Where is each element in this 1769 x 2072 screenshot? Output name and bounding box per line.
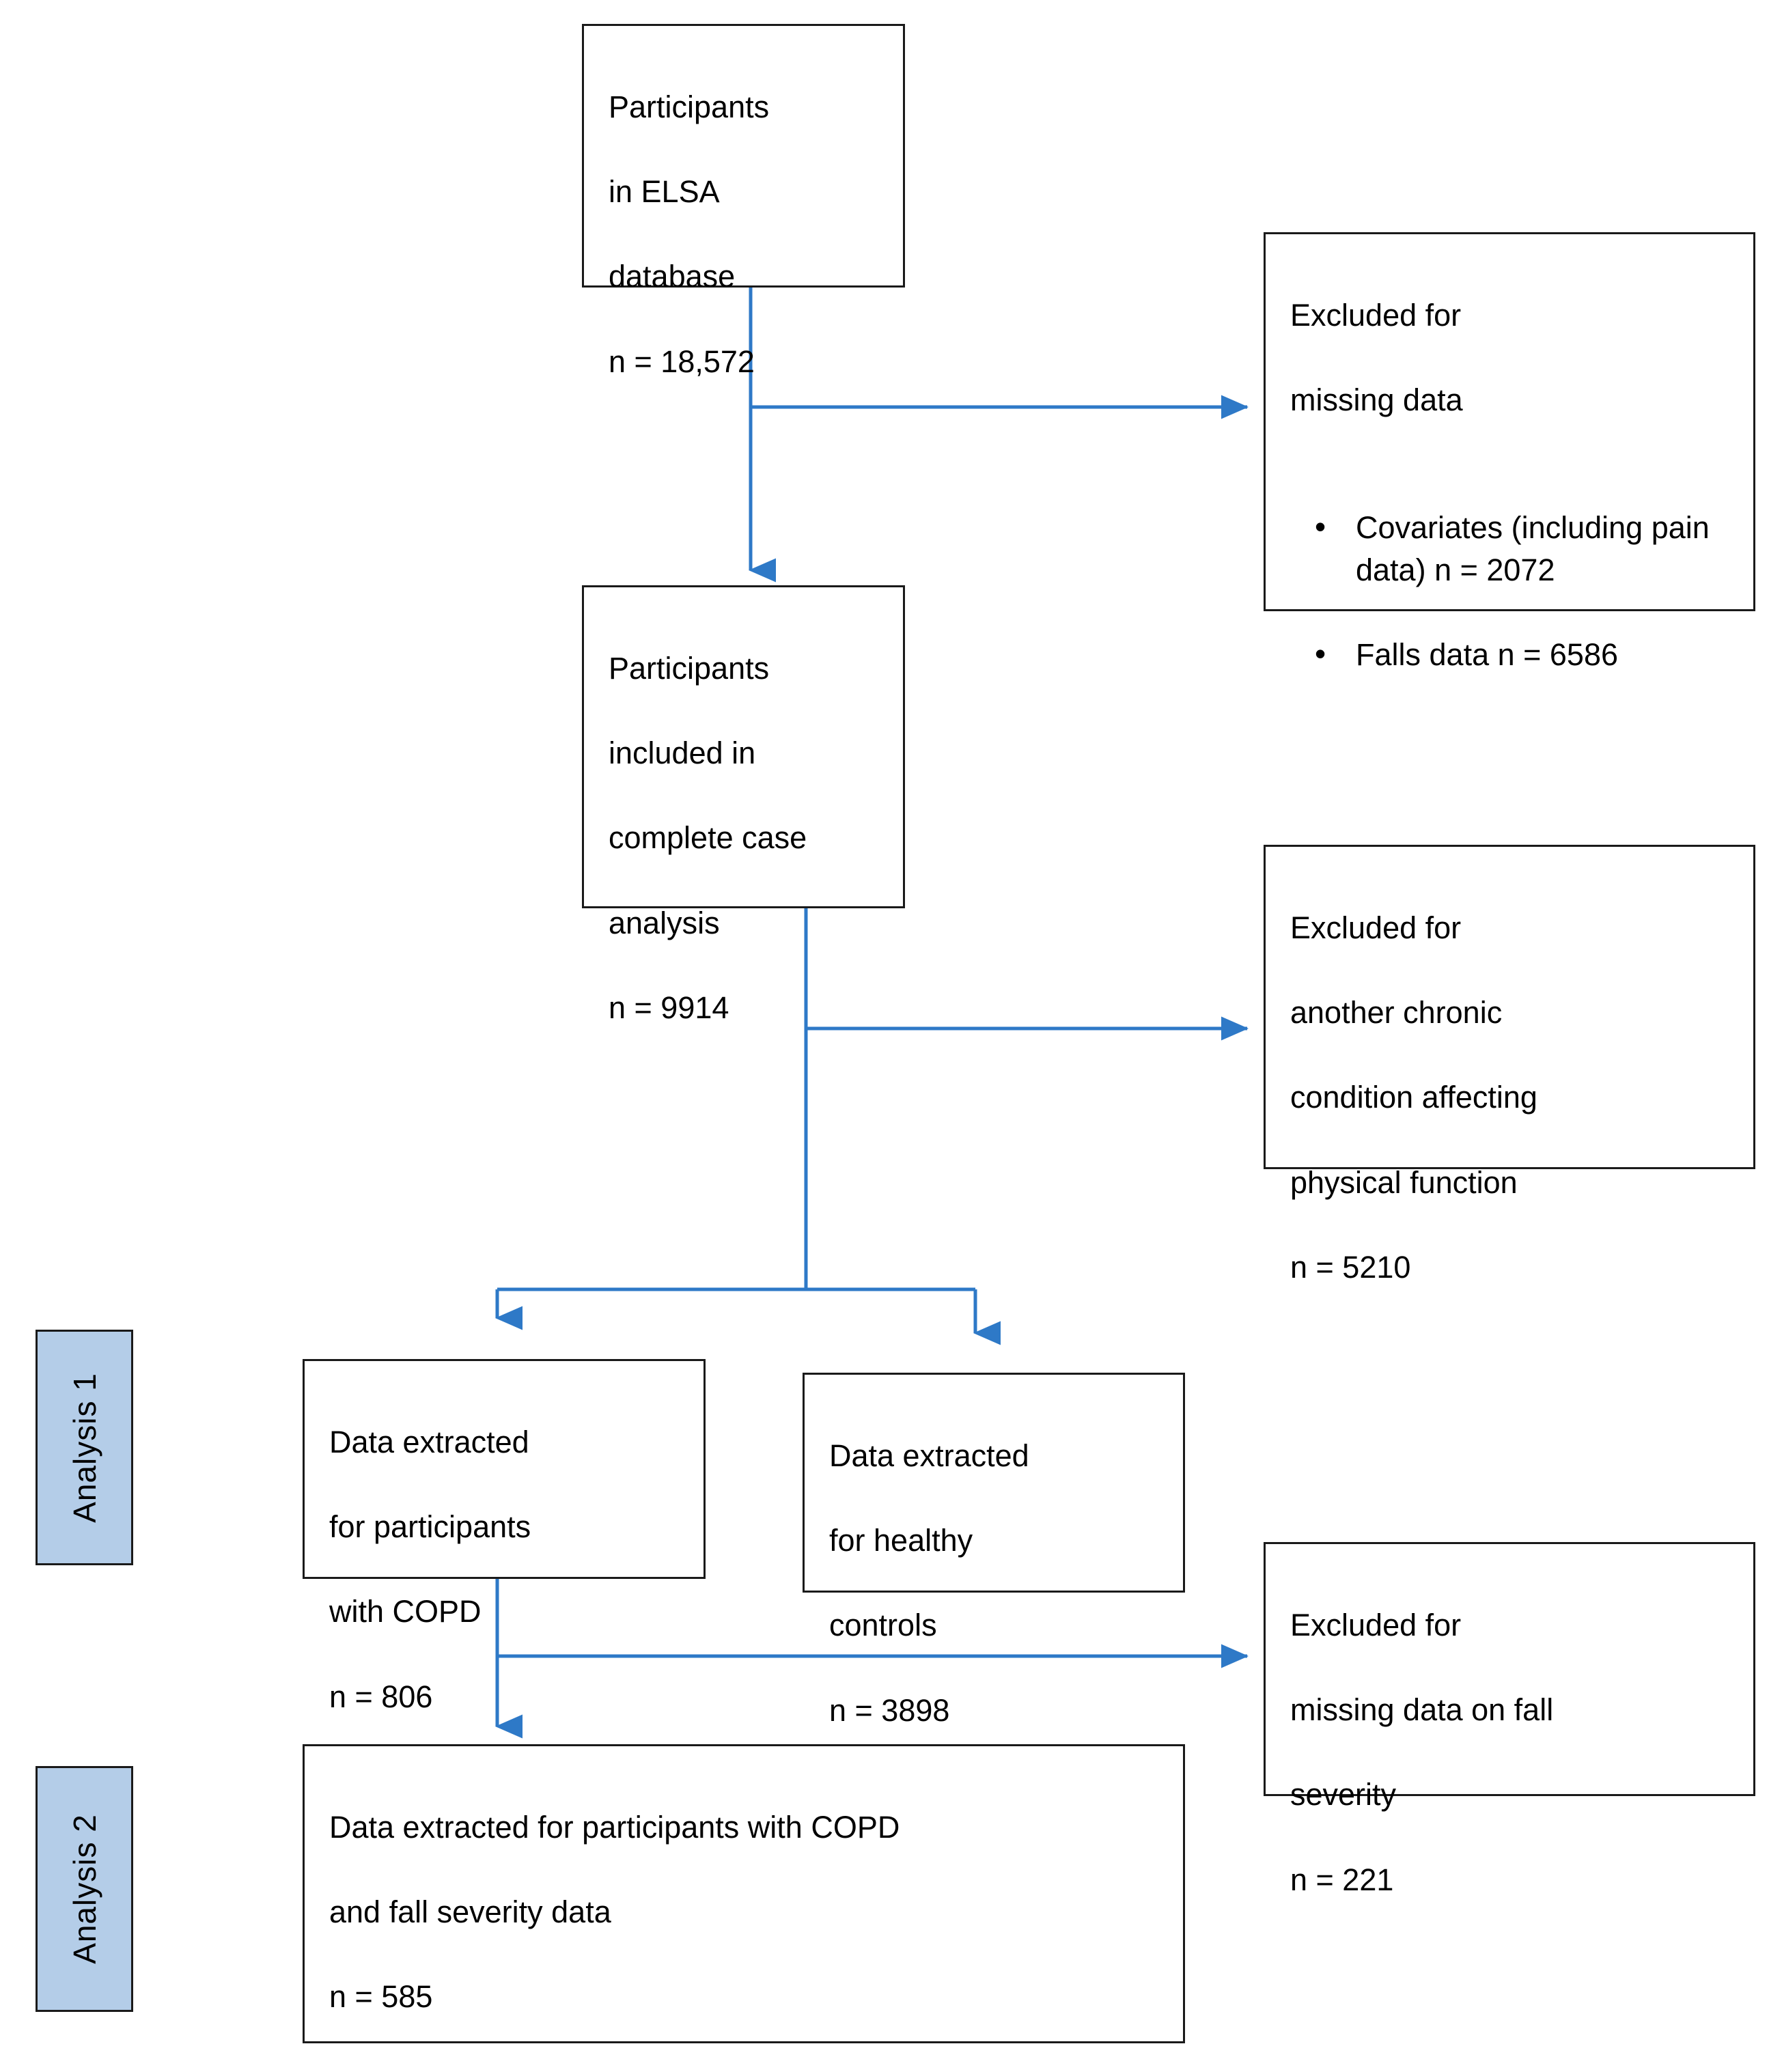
node-copd-group: Data extracted for participants with COP… bbox=[303, 1359, 706, 1714]
excluded-missing-line-2: missing data bbox=[1290, 382, 1463, 418]
excluded-fall-severity-count: n = 221 bbox=[1290, 1862, 1394, 1897]
healthy-controls-line-1: Data extracted bbox=[829, 1438, 1029, 1474]
node-copd-fall-severity: Data extracted for participants with COP… bbox=[303, 1744, 1185, 2043]
copd-fall-severity-line-2: and fall severity data bbox=[329, 1894, 611, 1930]
excluded-chronic-count: n = 5210 bbox=[1290, 1249, 1411, 1285]
excluded-chronic-line-1: Excluded for bbox=[1290, 910, 1462, 946]
healthy-controls-line-2: for healthy bbox=[829, 1523, 973, 1558]
source-population-line-3: database bbox=[609, 259, 736, 294]
excluded-chronic-line-2: another chronic bbox=[1290, 995, 1503, 1031]
node-excluded-missing-data: Excluded for missing data Covariates (in… bbox=[1264, 232, 1755, 675]
tag-analysis-2-label: Analysis 2 bbox=[66, 1814, 102, 1964]
excluded-fall-severity-line-3: severity bbox=[1290, 1777, 1397, 1812]
copd-fall-severity-line-1: Data extracted for participants with COP… bbox=[329, 1810, 900, 1845]
complete-case-line-3: complete case bbox=[609, 820, 807, 856]
healthy-controls-count: n = 3898 bbox=[829, 1692, 950, 1728]
copd-group-line-1: Data extracted bbox=[329, 1425, 529, 1460]
source-population-line-1: Participants bbox=[609, 89, 770, 125]
node-excluded-fall-severity: Excluded for missing data on fall severi… bbox=[1264, 1542, 1755, 1897]
excluded-missing-bullet-covariates: Covariates (including pain data) n = 207… bbox=[1290, 505, 1733, 591]
tag-analysis-1: Analysis 1 bbox=[36, 1330, 133, 1565]
excluded-missing-bullet-list: Covariates (including pain data) n = 207… bbox=[1290, 464, 1733, 718]
excluded-fall-severity-line-1: Excluded for bbox=[1290, 1608, 1462, 1643]
excluded-chronic-line-3: condition affecting bbox=[1290, 1080, 1537, 1115]
node-source-population: Participants in ELSA database n = 18,572 bbox=[582, 24, 905, 379]
tag-analysis-2: Analysis 2 bbox=[36, 1766, 133, 2012]
node-healthy-controls: Data extracted for healthy controls n = … bbox=[803, 1373, 1185, 1728]
excluded-chronic-line-4: physical function bbox=[1290, 1164, 1518, 1200]
copd-group-line-2: for participants bbox=[329, 1509, 531, 1545]
node-complete-case: Participants included in complete case a… bbox=[582, 585, 905, 1025]
complete-case-line-1: Participants bbox=[609, 651, 770, 686]
copd-fall-severity-count: n = 585 bbox=[329, 1979, 433, 2015]
copd-group-line-3: with COPD bbox=[329, 1594, 482, 1629]
excluded-fall-severity-line-2: missing data on fall bbox=[1290, 1692, 1554, 1728]
complete-case-line-2: included in bbox=[609, 736, 756, 771]
node-excluded-chronic: Excluded for another chronic condition a… bbox=[1264, 845, 1755, 1285]
complete-case-count: n = 9914 bbox=[609, 990, 729, 1025]
excluded-missing-bullet-falls: Falls data n = 6586 bbox=[1290, 632, 1733, 676]
source-population-count: n = 18,572 bbox=[609, 344, 755, 379]
tag-analysis-1-label: Analysis 1 bbox=[66, 1372, 102, 1523]
complete-case-line-4: analysis bbox=[609, 905, 720, 940]
healthy-controls-line-3: controls bbox=[829, 1608, 937, 1643]
excluded-missing-line-1: Excluded for bbox=[1290, 298, 1462, 333]
copd-group-count: n = 806 bbox=[329, 1679, 433, 1714]
source-population-line-2: in ELSA bbox=[609, 174, 720, 210]
